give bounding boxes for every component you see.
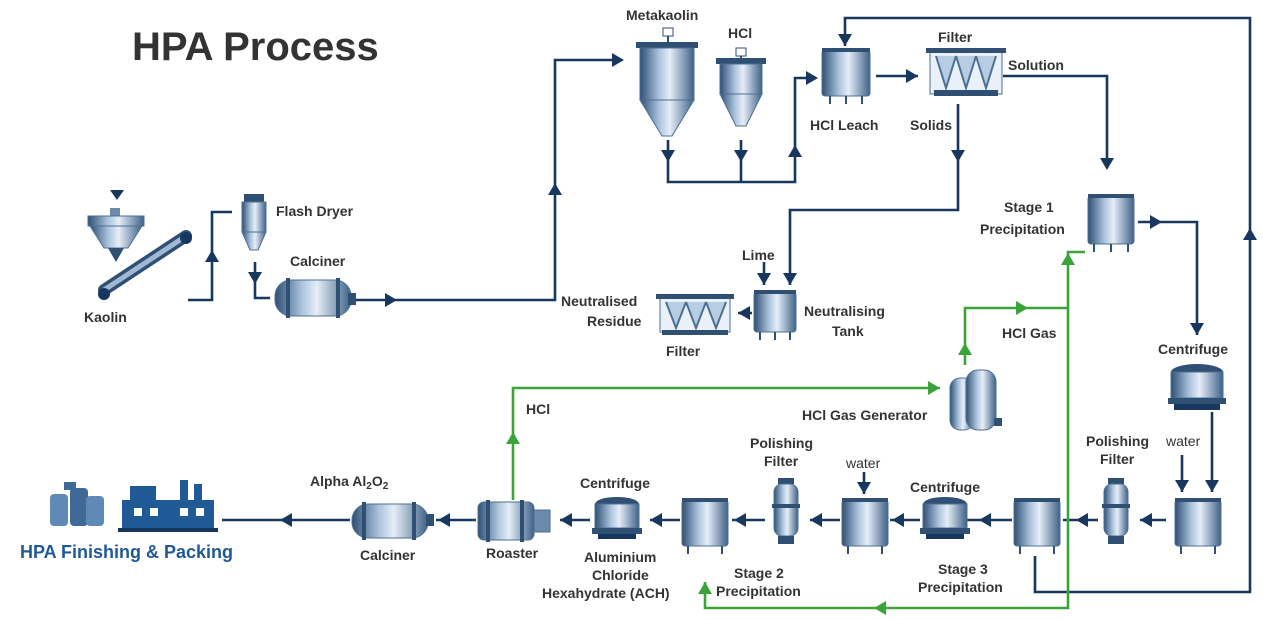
label-water-right: water <box>1165 433 1201 449</box>
filter-press-icon <box>926 48 1006 96</box>
label-filter-top: Filter <box>938 29 973 45</box>
label-hpa-finishing: HPA Finishing & Packing <box>20 542 233 562</box>
label-stage1-line1: Stage 1 <box>1004 199 1054 215</box>
label-neutralising-line2: Tank <box>832 323 864 339</box>
label-neutralising-line1: Neutralising <box>804 303 885 319</box>
label-roaster: Roaster <box>486 545 539 561</box>
packing-bags-icon <box>50 482 104 526</box>
factory-icon <box>118 480 218 532</box>
label-polishing-left-line1: Polishing <box>750 435 813 451</box>
label-stage3-line2: Precipitation <box>918 579 1003 595</box>
tank-icon <box>1087 194 1135 252</box>
calciner-icon <box>274 278 356 318</box>
label-ach-line3: Hexahydrate (ACH) <box>542 585 670 601</box>
label-centrifuge-right: Centrifuge <box>1158 341 1228 357</box>
label-flash-dryer: Flash Dryer <box>276 203 354 219</box>
label-polishing-right-line2: Filter <box>1100 451 1135 467</box>
label-neutralised-line1: Neutralised <box>561 293 637 309</box>
label-ach-line2: Chloride <box>592 567 649 583</box>
centrifuge-icon <box>1168 364 1226 410</box>
acid-flow-lines <box>506 250 1085 615</box>
tank-icon <box>841 498 889 554</box>
centrifuge-icon <box>592 497 642 539</box>
tank-icon <box>821 48 871 104</box>
roaster-icon <box>477 500 551 542</box>
label-hcl-leach: HCl Leach <box>810 117 878 133</box>
tank-icon <box>681 498 729 554</box>
label-hcl-feed: HCl <box>728 25 752 41</box>
label-water-mid: water <box>845 455 881 471</box>
tank-icon <box>1174 498 1222 554</box>
page-title: HPA Process <box>132 25 379 69</box>
process-flow-lines <box>188 16 1257 594</box>
cone-tank-icon <box>716 47 766 127</box>
label-stage1-line2: Precipitation <box>980 221 1065 237</box>
label-centrifuge-left: Centrifuge <box>580 475 650 491</box>
conveyor-icon <box>98 230 192 300</box>
label-hcl-recycle: HCl <box>526 401 550 417</box>
calciner-icon <box>351 502 434 540</box>
label-hcl-gas: HCl Gas <box>1002 325 1057 341</box>
label-ach-line1: Aluminium <box>584 549 656 565</box>
label-solution: Solution <box>1008 57 1064 73</box>
label-alpha-alumina: Alpha Al2O2 <box>310 473 389 492</box>
filter-press-icon <box>656 294 734 335</box>
label-centrifuge-mid: Centrifuge <box>910 479 980 495</box>
label-stage3-line1: Stage 3 <box>938 561 988 577</box>
centrifuge-icon <box>920 497 970 539</box>
label-filter-mid: Filter <box>666 343 701 359</box>
label-lime: Lime <box>742 247 775 263</box>
label-stage2-line2: Precipitation <box>716 583 801 599</box>
label-solids: Solids <box>910 117 952 133</box>
label-polishing-right-line1: Polishing <box>1086 433 1149 449</box>
label-kaolin: Kaolin <box>84 309 127 325</box>
cone-tank-icon <box>636 27 698 137</box>
label-stage2-line1: Stage 2 <box>734 565 784 581</box>
label-calciner-top: Calciner <box>290 253 346 269</box>
polishing-filter-icon <box>772 478 800 544</box>
hopper-icon <box>87 190 145 262</box>
polishing-filter-icon <box>1102 478 1130 544</box>
tank-icon <box>1013 498 1061 554</box>
label-hcl-gas-generator: HCl Gas Generator <box>802 407 928 423</box>
gas-generator-icon <box>949 369 1002 431</box>
label-metakaolin: Metakaolin <box>626 7 698 23</box>
diagram-labels: Metakaolin HCl Filter Solution HCl Leach… <box>20 7 1228 601</box>
tank-icon <box>753 290 797 340</box>
label-calciner-bottom: Calciner <box>360 547 416 563</box>
flash-dryer-icon <box>241 194 267 251</box>
label-polishing-left-line2: Filter <box>764 453 799 469</box>
label-neutralised-line2: Residue <box>587 313 642 329</box>
